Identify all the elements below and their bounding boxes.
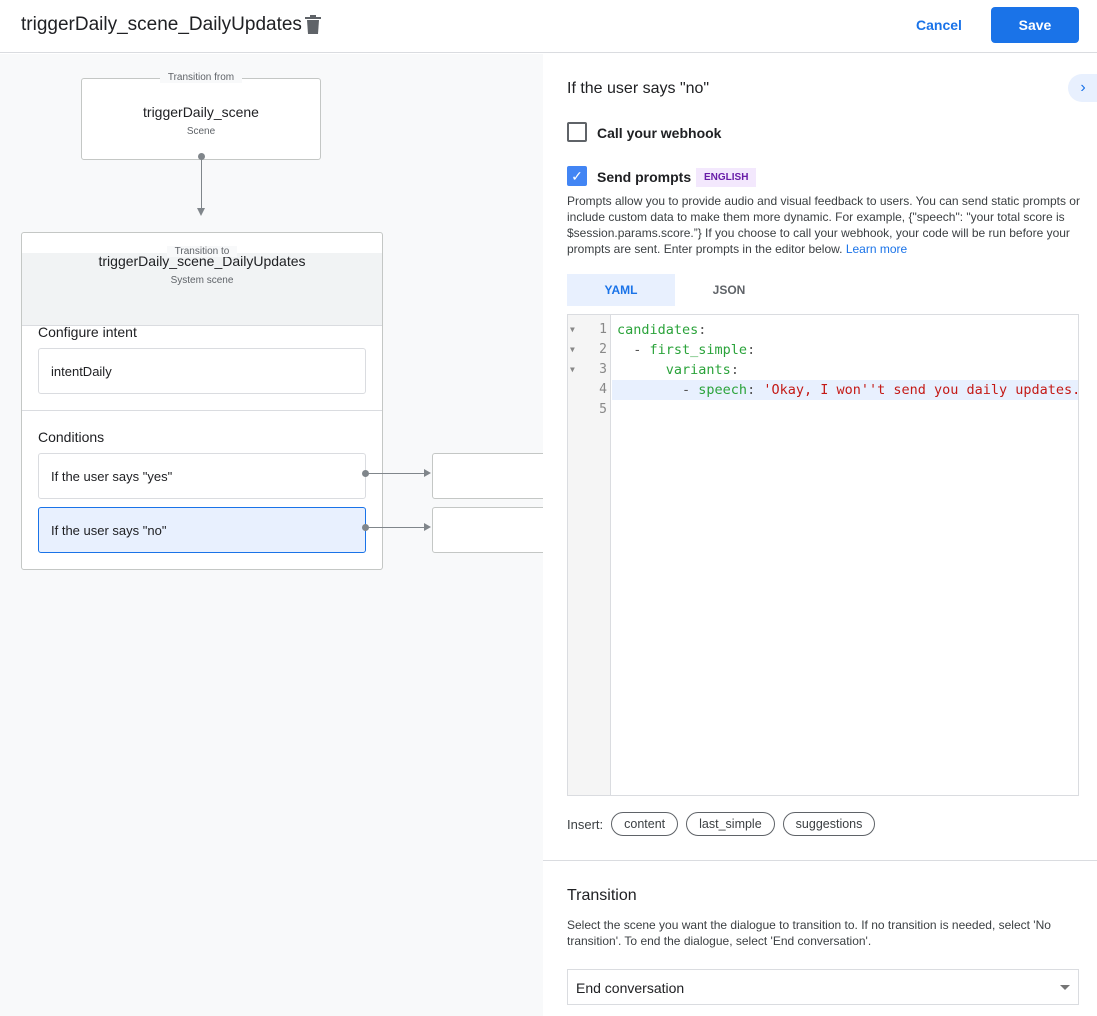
condition-panel: If the user says "no" › Call your webhoo…	[543, 54, 1097, 1016]
insert-content-chip[interactable]: content	[611, 812, 679, 836]
conditions-label: Conditions	[38, 429, 105, 445]
chevron-right-icon[interactable]: ›	[1068, 74, 1097, 102]
insert-last-simple-chip[interactable]: last_simple	[686, 812, 775, 836]
send-prompts-checkbox[interactable]: ✓	[567, 166, 587, 186]
connector-dot	[198, 153, 205, 160]
yes-target-node[interactable]	[432, 453, 543, 499]
dropdown-arrow-icon	[1060, 985, 1070, 990]
transition-from-node[interactable]: Transition from triggerDaily_scene Scene	[81, 72, 321, 160]
arrow-right-icon	[424, 469, 431, 477]
code-token: :	[730, 362, 739, 378]
line-number: 4	[568, 380, 610, 400]
transition-select[interactable]: End conversation	[567, 969, 1079, 1005]
to-scene-type: System scene	[170, 275, 234, 286]
code-line[interactable]: variants:	[612, 360, 1078, 380]
line-number: ▼2	[568, 340, 610, 360]
tab-yaml[interactable]: YAML	[567, 274, 675, 306]
connector-line	[366, 527, 426, 528]
scene-canvas: Transition from triggerDaily_scene Scene…	[0, 54, 543, 1016]
code-token: -	[617, 342, 650, 358]
code-token	[617, 362, 666, 378]
insert-bar: Insert: content last_simple suggestions	[567, 812, 876, 836]
fold-arrow-icon[interactable]: ▼	[570, 365, 575, 374]
insert-suggestions-chip[interactable]: suggestions	[782, 812, 876, 836]
code-token: variants	[665, 362, 731, 378]
page-title: triggerDaily_scene_DailyUpdates	[21, 14, 302, 35]
line-number-text: 2	[599, 342, 607, 357]
check-icon: ✓	[571, 168, 583, 184]
panel-title: If the user says "no"	[567, 80, 710, 97]
code-token: :	[747, 382, 764, 398]
line-number: 5	[568, 400, 610, 420]
connector-dot	[362, 470, 369, 477]
trash-icon[interactable]	[305, 15, 321, 34]
arrow-down-icon	[197, 208, 205, 216]
learn-more-link[interactable]: Learn more	[845, 242, 908, 256]
configure-intent-label: Configure intent	[38, 324, 137, 340]
code-token: 'Okay, I won''t send you daily updates.'	[763, 382, 1078, 398]
connector-dot	[362, 524, 369, 531]
fold-arrow-icon[interactable]: ▼	[570, 345, 575, 354]
intent-field[interactable]: intentDaily	[38, 348, 366, 394]
code-line[interactable]	[612, 400, 1078, 420]
condition-yes[interactable]: If the user says "yes"	[38, 453, 366, 499]
code-token: candidates	[617, 322, 699, 338]
condition-no[interactable]: If the user says "no"	[38, 507, 366, 553]
code-token: speech	[698, 382, 748, 398]
transition-to-node: Transition to triggerDaily_scene_DailyUp…	[21, 232, 383, 570]
code-line[interactable]: candidates:	[612, 320, 1078, 340]
divider	[543, 860, 1097, 861]
transition-value: End conversation	[576, 980, 685, 996]
to-scene-name: triggerDaily_scene_DailyUpdates	[98, 253, 306, 269]
line-number-text: 5	[599, 402, 607, 417]
arrow-right-icon	[424, 523, 431, 531]
language-badge: ENGLISH	[696, 168, 757, 187]
to-node-header[interactable]: Transition to triggerDaily_scene_DailyUp…	[22, 246, 382, 326]
line-number: ▼3	[568, 360, 610, 380]
line-number-text: 3	[599, 362, 607, 377]
transition-title: Transition	[567, 887, 637, 904]
no-target-node[interactable]	[432, 507, 543, 553]
format-tabs: YAML JSON	[567, 274, 783, 306]
code-token: :	[747, 342, 756, 358]
webhook-checkbox[interactable]	[567, 122, 587, 142]
line-number-text: 4	[599, 382, 607, 397]
code-token: :	[698, 322, 707, 338]
connector-line	[366, 473, 426, 474]
code-token: -	[617, 382, 699, 398]
transition-from-legend: Transition from	[159, 72, 243, 83]
code-area[interactable]: candidates: - first_simple: variants: - …	[612, 320, 1078, 420]
webhook-label: Call your webhook	[597, 125, 722, 141]
transition-to-legend: Transition to	[166, 246, 238, 257]
save-button[interactable]: Save	[991, 7, 1079, 43]
line-number-text: 1	[599, 322, 607, 337]
transition-description: Select the scene you want the dialogue t…	[567, 918, 1051, 948]
send-prompts-label: Send prompts	[597, 169, 692, 185]
cancel-button[interactable]: Cancel	[904, 8, 974, 42]
line-number: ▼1	[568, 320, 610, 340]
description-text: Prompts allow you to provide audio and v…	[567, 194, 1080, 256]
from-scene-type: Scene	[186, 126, 216, 137]
connector-line	[201, 157, 202, 209]
top-bar: triggerDaily_scene_DailyUpdates Cancel S…	[0, 0, 1097, 53]
code-line[interactable]: - speech: 'Okay, I won''t send you daily…	[612, 380, 1078, 400]
insert-label: Insert:	[567, 816, 604, 832]
tab-json[interactable]: JSON	[712, 283, 746, 297]
code-token: first_simple	[649, 342, 748, 358]
from-scene-name: triggerDaily_scene	[143, 104, 259, 120]
fold-arrow-icon[interactable]: ▼	[570, 325, 575, 334]
prompts-description: Prompts allow you to provide audio and v…	[567, 193, 1087, 257]
divider	[22, 410, 382, 411]
code-line[interactable]: - first_simple:	[612, 340, 1078, 360]
